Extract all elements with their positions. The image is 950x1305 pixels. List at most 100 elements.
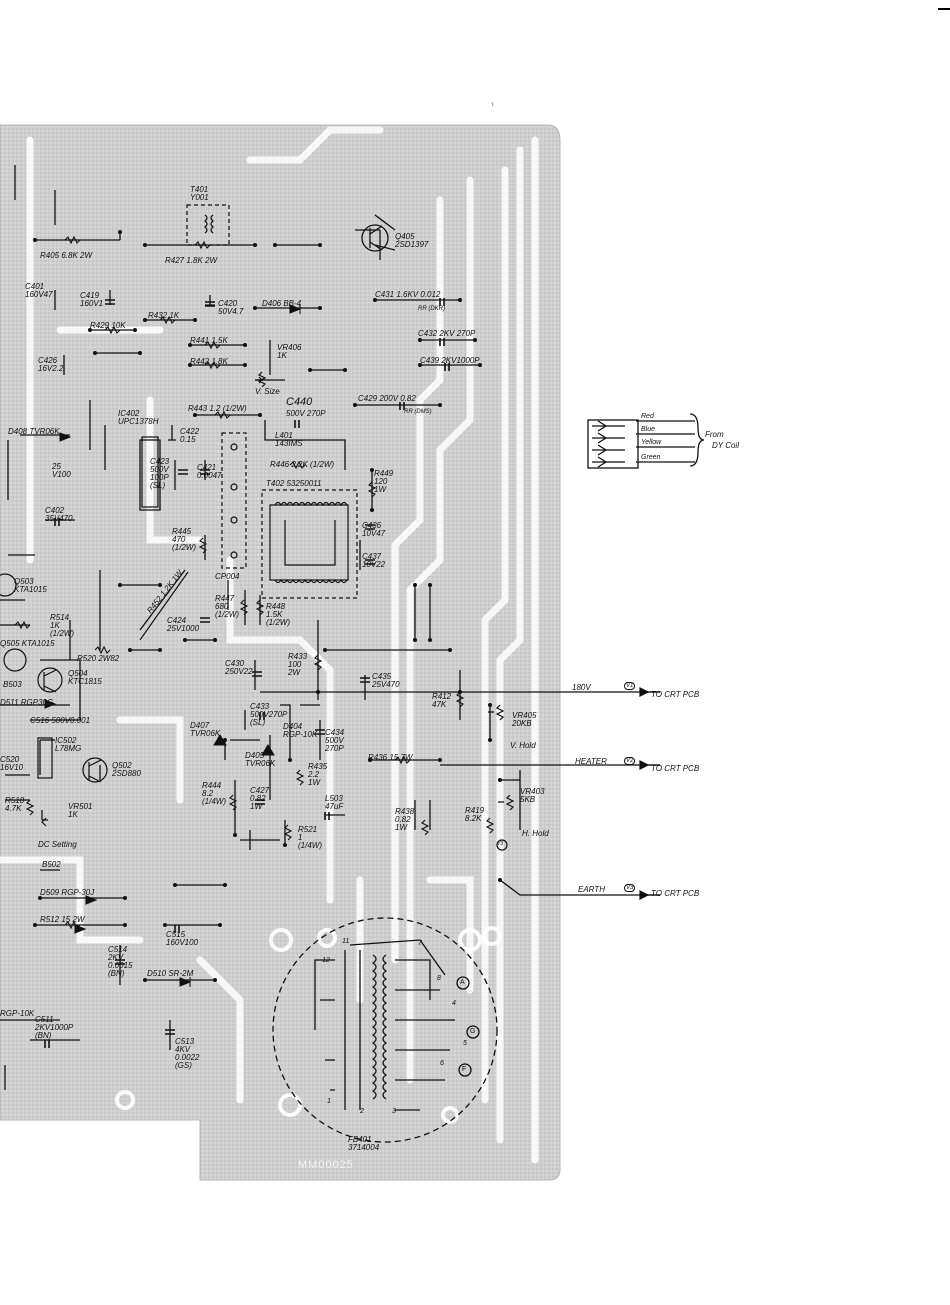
dy-coil-label: DY Coil [712, 441, 739, 450]
dy-from-label: From [705, 430, 724, 439]
fbt-pin-label: 4 [452, 1000, 456, 1007]
fbt-terminal-a: A [460, 979, 465, 986]
output-heater-label: HEATER [575, 757, 607, 766]
r452-diagonal [139, 571, 189, 641]
t402-label: T402 53250011 [266, 479, 322, 488]
output-earth-dest: TO CRT PCB [651, 889, 700, 898]
c429-label: C429 200V 0.82 [358, 394, 416, 403]
stray-mark [491, 101, 494, 107]
dy-wire-blue: Blue [641, 426, 656, 433]
b503-label: B503 [3, 680, 22, 689]
t401-transformer [186, 204, 230, 246]
diode-symbols [44, 304, 302, 987]
c516-label: C516 500V0.001 [30, 716, 91, 725]
r442-label: R442 1.8K [190, 357, 228, 366]
transistor-symbols [0, 573, 108, 783]
output-180v-label: 180V [572, 683, 591, 692]
pcb-code-label: MM00025 [298, 1159, 354, 1171]
pin-marker-label: V3 [497, 841, 504, 847]
r446-label: R446 2.2K (1/2W) [270, 460, 335, 469]
rgp10k-label: RGP-10K [0, 1009, 35, 1018]
output-heater-badge: V2 [624, 757, 636, 765]
d406-label: D406 BB-4 [262, 299, 302, 308]
output-arrows [496, 687, 660, 900]
potentiometer-symbols [41, 371, 515, 827]
dy-wire-green: Green [641, 454, 661, 461]
b502-label: B502 [42, 860, 61, 869]
r512-label: R512 15 2W [40, 915, 85, 924]
c432-label: C432 2KV 270P [418, 329, 476, 338]
fbt-pin-label: 12 [322, 957, 330, 964]
c431-label: C431 1.6KV 0.012 [375, 290, 441, 299]
page-edge-mark [938, 8, 950, 10]
q405-transistor [361, 224, 389, 252]
fbt-pin-label: 3 [392, 1108, 396, 1115]
fbt-pin-label: 11 [342, 938, 350, 945]
ic402-chip [141, 436, 159, 508]
capacitor-symbols [44, 298, 450, 1048]
junction-dots [33, 230, 502, 982]
cp004-box [221, 432, 247, 569]
fbt-pin-label: 8 [437, 975, 441, 982]
d408-label: D408 TVR06K [8, 427, 60, 436]
c429-sub-label: RR (DMS) [404, 409, 432, 415]
d511-label: D511 RGP30G [0, 698, 54, 707]
v-size-label: V. Size [255, 387, 280, 396]
output-earth-label: EARTH [578, 885, 605, 894]
fbt-dashed-circle [272, 917, 498, 1143]
fbt-pin-label: 5 [463, 1040, 467, 1047]
output-heater-dest: TO CRT PCB [651, 764, 700, 773]
r427-label: R427 1.8K 2W [165, 256, 218, 265]
dy-wire-red: Red [641, 413, 654, 420]
d510-label: D510 SR-2M [147, 969, 194, 978]
output-180v-dest: TO CRT PCB [651, 690, 700, 699]
r443-label: R443 1.2 (1/2W) [188, 404, 247, 413]
pcb-pads [36, 926, 502, 1144]
r520-label: R520 2W82 [77, 654, 120, 663]
fbt-pin-label: 2 [360, 1108, 364, 1115]
dc-setting-label: DC Setting [38, 840, 77, 849]
fbt-pin-label: 6 [440, 1060, 444, 1067]
fbt-pin-label: 7 [418, 940, 422, 947]
c431-sub-label: RR (DKR) [418, 306, 445, 312]
